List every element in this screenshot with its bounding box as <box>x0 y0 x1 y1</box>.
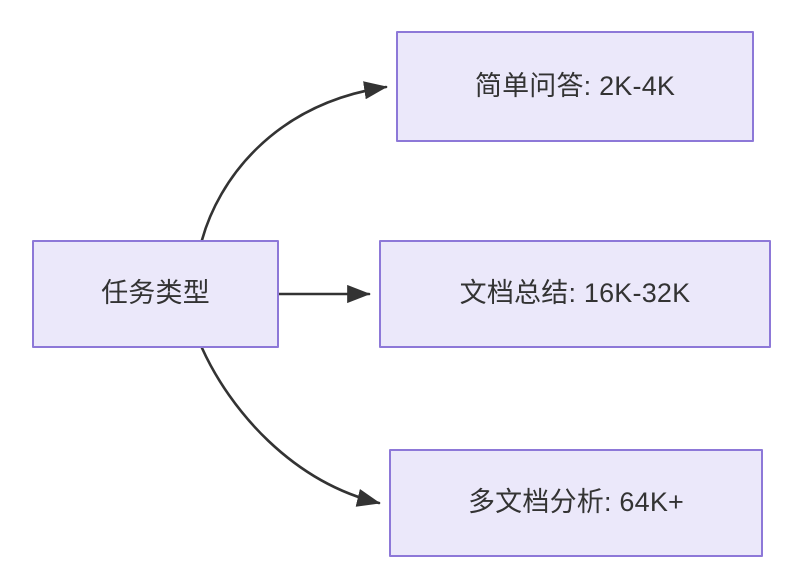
edge-to-multi-doc <box>200 346 381 507</box>
node-simple-qa[interactable]: 简单问答: 2K-4K <box>396 31 754 142</box>
node-multi-doc-analysis-label: 多文档分析: 64K+ <box>467 487 684 518</box>
node-doc-summary[interactable]: 文档总结: 16K-32K <box>379 240 771 348</box>
edge-to-simple-qa <box>200 81 388 242</box>
node-task-type[interactable]: 任务类型 <box>32 240 279 348</box>
node-task-type-label: 任务类型 <box>101 278 210 309</box>
node-doc-summary-label: 文档总结: 16K-32K <box>459 278 691 309</box>
node-simple-qa-label: 简单问答: 2K-4K <box>474 70 676 101</box>
node-multi-doc-analysis[interactable]: 多文档分析: 64K+ <box>389 449 763 557</box>
